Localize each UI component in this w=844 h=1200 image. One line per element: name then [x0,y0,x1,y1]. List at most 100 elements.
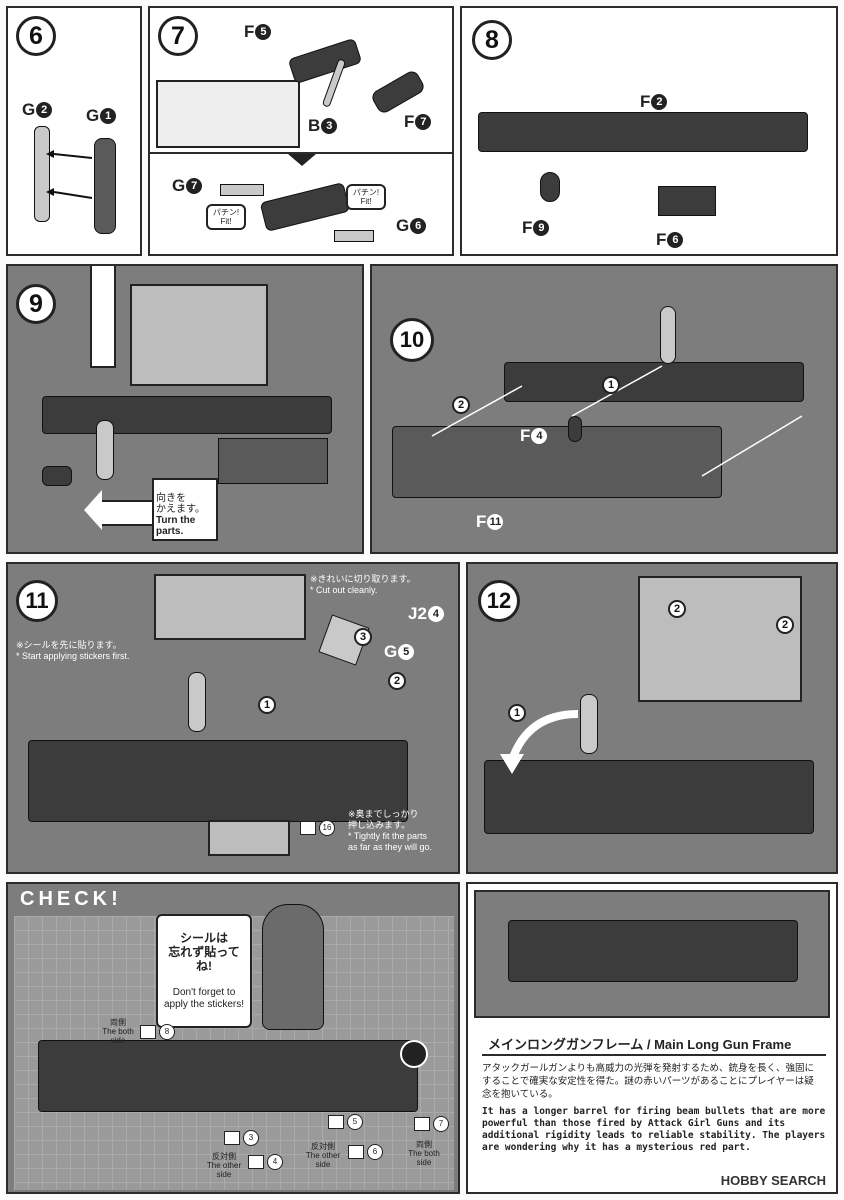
grip-part-f7 [369,68,427,116]
turn-note: 向きを かえます。Turn the parts. [152,478,218,541]
frame-assembly [504,362,804,402]
down-arrow-icon [288,154,316,166]
detail-inset [156,80,300,148]
sticker-ref-6: 6 [348,1144,383,1160]
step-12-panel: 12 1 2 2 [466,562,838,874]
pin-part-g6 [334,230,374,242]
reminder-bubble: シールは 忘れず貼ってね! Don't forget to apply the … [156,914,252,1028]
marker-2: 2 [452,396,470,414]
gun-frame-preview [508,920,798,982]
spec-title: メインロングガンフレーム / Main Long Gun Frame [488,1037,792,1052]
step-10-arrows [431,365,803,477]
check-title: CHECK! [20,888,122,910]
detail-inset [208,820,290,856]
detail-inset [130,284,268,386]
lower-frame [218,438,328,484]
step-number: 10 [390,318,434,362]
sticker-ref-4: 4 [248,1154,283,1170]
down-arrow-icon [90,266,116,368]
marker-2: 2 [776,616,794,634]
clip-part-f9 [540,172,560,202]
spec-description-en: It has a longer barrel for firing beam b… [482,1106,826,1153]
gun-frame [38,1040,418,1112]
pin-part-g7 [220,184,264,196]
sticker-ref-8: 8 [140,1024,175,1040]
cut-note: ※きれいに切り取ります。* Cut out cleanly. [310,574,416,595]
character-figure [262,904,324,1030]
joint-part [94,138,116,234]
gun-frame [484,760,814,834]
step-7-divider [150,152,452,154]
zoom-circle [400,1040,428,1068]
spec-description-ja: アタックガールガンよりも高威力の光弾を発射するため、銃身を長く、強固にすることで… [482,1063,815,1100]
marker-1: 1 [258,696,276,714]
gun-frame [28,740,408,822]
peg-part [34,126,50,222]
joint-part [188,672,206,732]
sticker-ref-5: 5 [328,1114,363,1130]
turn-arrow-head [84,490,102,530]
clip-part-f4 [568,416,582,442]
marker-2: 2 [388,672,406,690]
sticker-first-note: ※シールを先に貼ります。* Start applying stickers fi… [16,640,130,661]
marker-1: 1 [602,376,620,394]
joint-part [660,306,676,364]
watermark: HOBBY SEARCH [720,1173,826,1188]
detail-inset [154,574,306,640]
grip-part [42,466,72,486]
step-9-panel: 9 向きを かえます。Turn the parts. [6,264,364,554]
tight-fit-note: ※奥までしっかり 押し込みます。* Tightly fit the parts … [348,809,433,852]
bracket-part-f6 [658,186,716,216]
fit-callout: パチン!Fit! [346,184,386,210]
fit-callout: パチン!Fit! [206,204,246,230]
step-number: 8 [472,20,512,60]
marker-2: 2 [668,600,686,618]
check-panel: CHECK! シールは 忘れず貼ってね! Don't forget to app… [6,882,460,1194]
step-number: 6 [16,16,56,56]
sticker-ref-3: 3 [224,1130,259,1146]
barrel-part-f5 [287,37,363,85]
step-number: 11 [16,580,58,622]
joint-part [580,694,598,754]
marker-1: 1 [508,704,526,722]
step-6-arrows [46,150,93,199]
sticker-ref-16: 16 [300,820,335,836]
frame-part-f2 [478,112,808,152]
step-number: 7 [158,16,198,56]
side-plate-f11 [392,426,722,498]
joint-part [96,420,114,480]
spec-divider [482,1054,826,1056]
step-12-arrows [500,710,579,774]
step-number: 9 [16,284,56,324]
spec-panel: メインロングガンフレーム / Main Long Gun Frame アタックガ… [466,882,838,1194]
sticker-ref-7: 7 [414,1116,449,1132]
assembled-part [259,182,351,232]
frame-assembly [42,396,332,434]
marker-3: 3 [354,628,372,646]
detail-inset [638,576,802,702]
